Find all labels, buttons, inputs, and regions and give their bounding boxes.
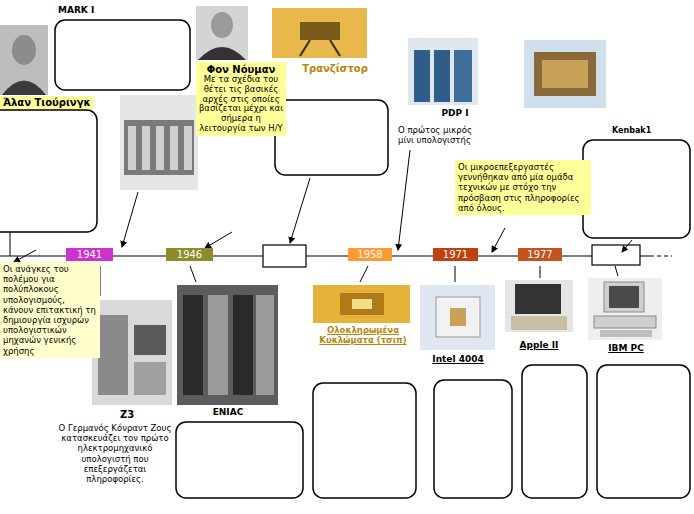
caption-text: Ο Γερμανός Κόνραντ Ζους κατασκευάζει τον… — [58, 423, 172, 484]
node-heading: 1941 — [68, 249, 111, 260]
computer-name: IBM PC — [590, 343, 662, 353]
computer-name: Intel 4004 — [422, 354, 494, 364]
year-box: 1958 — [348, 248, 392, 261]
node-heading: 1946 — [168, 249, 211, 260]
node-body: Με τα σχέδια του θέτει τις βασικές αρχές… — [198, 75, 284, 134]
year-box: 1941 — [66, 248, 113, 261]
name-label: Άλαν Τιούρινγκ — [0, 96, 94, 109]
component-name: Ολοκληρωμένα Κυκλώματα (τσιπ) — [316, 325, 410, 345]
computer-name: Apple II — [504, 340, 574, 350]
node-heading: Άλαν Τιούρινγκ — [3, 97, 91, 108]
node-heading: Οι ανάγκες του πολέμου για πολύπλοκους υ… — [3, 264, 97, 356]
year-box: 1971 — [433, 248, 478, 261]
computer-name: Kenbak1 — [612, 126, 672, 135]
caption-text: Ο πρώτος μικρός μίνι υπολογιστής — [398, 126, 480, 146]
node-heading: 1977 — [520, 249, 560, 260]
computer-name: ENIAC — [200, 407, 256, 417]
year-box: 1977 — [518, 248, 562, 261]
history-note: Οι ανάγκες του πολέμου για πολύπλοκους υ… — [0, 262, 100, 358]
component-name: Τρανζίστορ — [285, 63, 385, 74]
node-heading: 1971 — [435, 249, 476, 260]
microprocessor-note: Οι μικροεπεξεργαστές γεννήθηκαν από μία … — [455, 160, 591, 215]
node-heading: 1958 — [350, 249, 390, 260]
node-heading: Φον Νόυμαν — [198, 64, 284, 75]
node-heading: Οι μικροεπεξεργαστές γεννήθηκαν από μία … — [458, 162, 588, 213]
person-note: Φον ΝόυμανΜε τα σχέδια του θέτει τις βασ… — [196, 62, 286, 136]
year-box: 1946 — [166, 248, 213, 261]
computer-name: Z3 — [112, 409, 142, 420]
computer-name: PDP I — [430, 108, 480, 118]
computer-name: MARK I — [58, 5, 118, 15]
